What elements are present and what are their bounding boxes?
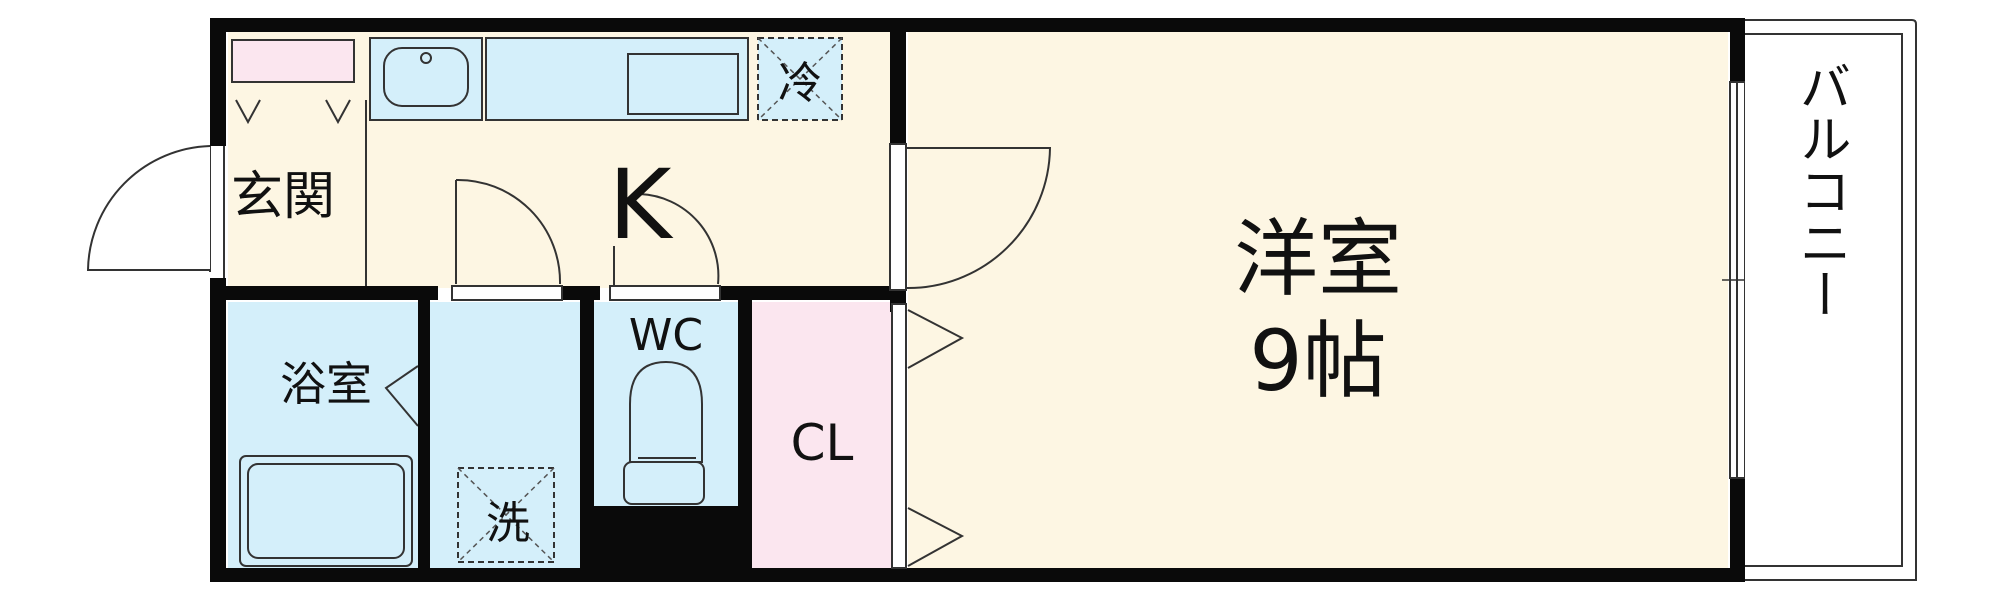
closet-door-bottom <box>907 507 965 567</box>
bathtub-inner <box>247 463 405 559</box>
shoe-box-mark-right <box>325 99 351 125</box>
fridge-label: 冷 <box>778 58 822 109</box>
bath-door <box>384 365 419 427</box>
washroom-door-swing <box>455 178 562 285</box>
shoe-box <box>231 39 355 83</box>
walls <box>210 18 1745 582</box>
washer-cross-b <box>457 467 555 563</box>
western-room-label: 洋室 <box>1234 210 1402 308</box>
closet-door-top <box>907 309 965 369</box>
washroom-door-opening[interactable] <box>451 285 563 301</box>
entrance-label: 玄関 <box>231 167 335 227</box>
toilet-door-opening[interactable] <box>609 285 721 301</box>
closet-floor <box>752 302 892 570</box>
western-room-size-label: 9帖 <box>1249 312 1386 410</box>
room-door-swing <box>905 147 1052 290</box>
bath-label: 浴室 <box>280 357 372 411</box>
balcony-label: バルコニー <box>1790 60 1850 320</box>
toilet-label: WC <box>629 310 703 361</box>
balcony-outline <box>1745 19 1917 581</box>
shoe-box-mark-left <box>235 99 261 125</box>
closet-door-frame[interactable] <box>891 303 907 569</box>
closet-label: CL <box>791 414 854 472</box>
western-room-floor <box>908 30 1728 570</box>
room-door-opening[interactable] <box>889 143 907 291</box>
entrance-door-swing <box>86 145 211 271</box>
sink-drain-icon <box>420 52 432 64</box>
washer-label: 洗 <box>486 498 530 549</box>
toilet-tank <box>623 461 705 505</box>
balcony-rail <box>1745 33 1903 567</box>
fridge-cross-b <box>757 37 843 121</box>
stove-icon <box>627 53 739 115</box>
sink-bowl <box>383 47 469 107</box>
kitchen-label: K <box>609 149 674 261</box>
toilet-bowl <box>629 360 703 463</box>
kitchen-counter <box>485 37 749 121</box>
bathtub <box>239 455 413 567</box>
toilet-door-swing <box>613 193 720 286</box>
